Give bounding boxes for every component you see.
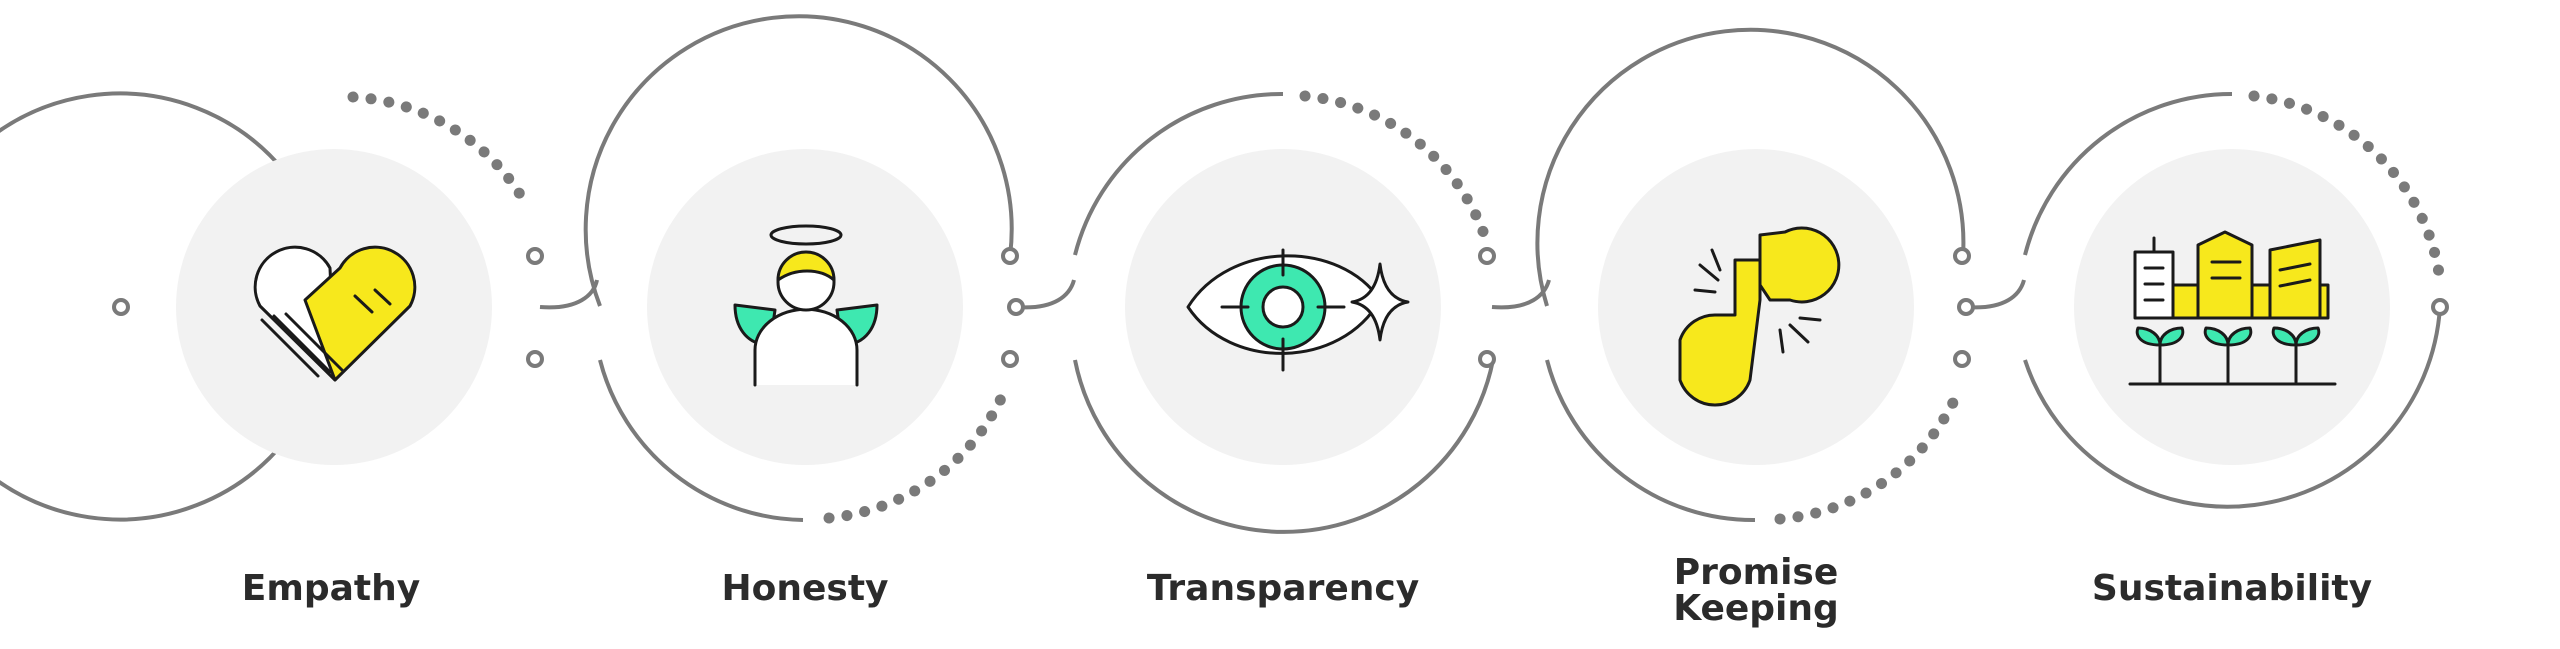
handshake-heart-icon (253, 245, 417, 382)
step-label-sustainability: Sustainability (2091, 568, 2373, 609)
pinky-promise-icon (1678, 226, 1841, 407)
step-honesty (539, 14, 1019, 524)
step-label-promise-keeping: Promise Keeping (1673, 552, 1839, 629)
step-5-ring (1957, 90, 2449, 509)
step-1-ring (0, 91, 544, 522)
angel-icon (733, 224, 879, 387)
step-label-empathy: Empathy (241, 568, 421, 609)
step-4-ring (1491, 27, 1971, 525)
step-2-ring (539, 14, 1019, 524)
step-label-transparency: Transparency (1146, 568, 1420, 609)
step-sustainability (1957, 90, 2449, 509)
eye-target-icon (1186, 248, 1410, 372)
green-city-plants-icon (2128, 230, 2337, 386)
step-empathy (0, 91, 544, 522)
step-transparency (1007, 90, 1496, 534)
step-3-ring (1007, 90, 1496, 534)
step-label-honesty: Honesty (721, 568, 889, 609)
step-promise-keeping (1491, 27, 1971, 525)
